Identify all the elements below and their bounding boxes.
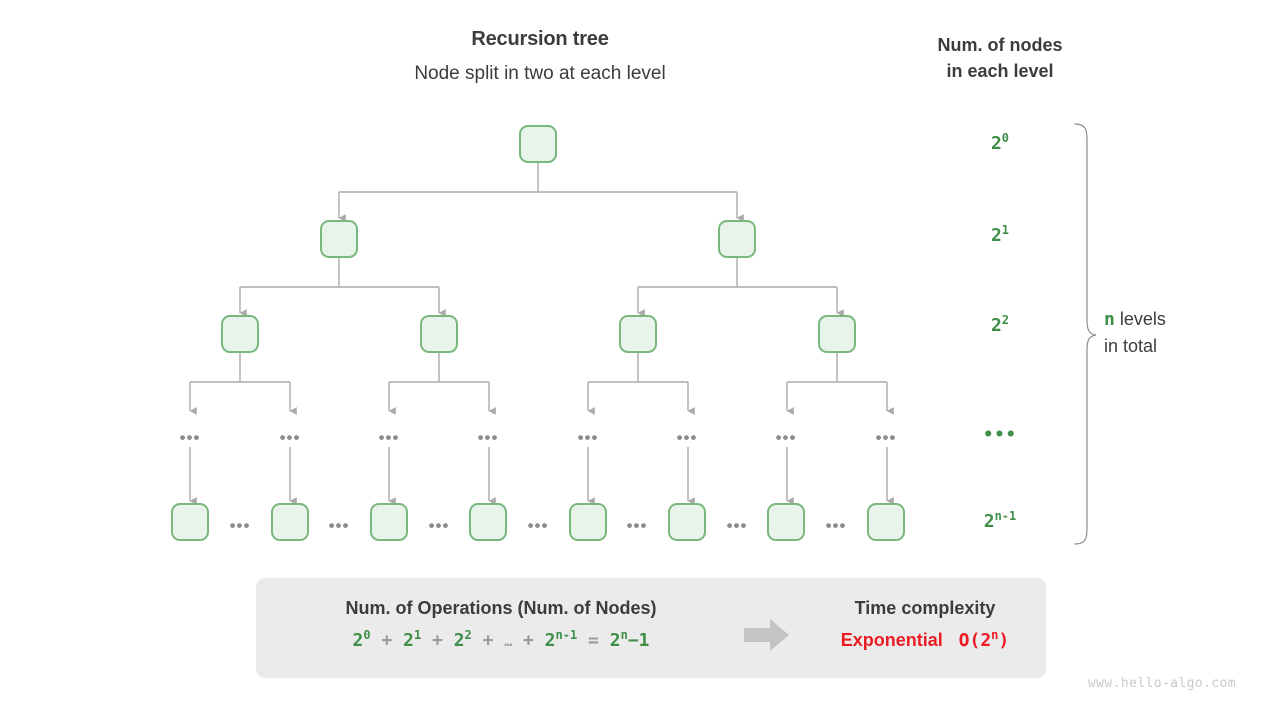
summary-panel xyxy=(256,578,1046,678)
level-count-base: 2 xyxy=(990,315,1002,336)
formula-term-0-base: 2 xyxy=(352,630,364,651)
complexity-verdict: Exponential O(2n) xyxy=(810,628,1040,651)
formula-rhs-exp: n xyxy=(620,628,628,642)
complexity-bigo: O(2n) xyxy=(948,628,1010,651)
level-ellipsis: ••• xyxy=(676,428,698,447)
tree-node[interactable] xyxy=(271,503,309,541)
tree-node[interactable] xyxy=(171,503,209,541)
tree-node[interactable] xyxy=(420,315,458,353)
formula-op-1: + xyxy=(381,630,393,651)
tree-node[interactable] xyxy=(867,503,905,541)
level-count-exponent: 0 xyxy=(1001,131,1010,145)
bottom-row-ellipsis: ••• xyxy=(726,516,748,535)
formula-op-2: + xyxy=(432,630,443,651)
level-count-exponent: n-1 xyxy=(994,509,1017,523)
nodes-per-level-header-line2: in each level xyxy=(946,61,1054,81)
formula-ellipsis: … xyxy=(504,635,513,650)
operations-formula: 20 + 21 + 22 + … + 2n-1 = 2n−1 xyxy=(276,628,726,651)
level-count-base: 2 xyxy=(990,133,1002,154)
complexity-summary: Time complexity Exponential O(2n) xyxy=(810,598,1040,651)
level-ellipsis: ••• xyxy=(477,428,499,447)
nodes-per-level-header: Num. of nodes in each level xyxy=(900,32,1100,84)
complexity-bigo-close: ) xyxy=(998,630,1010,651)
bottom-row-ellipsis: ••• xyxy=(527,516,549,535)
bottom-row-ellipsis: ••• xyxy=(328,516,350,535)
tree-node[interactable] xyxy=(370,503,408,541)
level-ellipsis: ••• xyxy=(775,428,797,447)
bottom-row-ellipsis: ••• xyxy=(428,516,450,535)
formula-term-3-exp: n-1 xyxy=(555,628,578,642)
tree-node[interactable] xyxy=(767,503,805,541)
complexity-bigo-open: O(2 xyxy=(958,630,992,651)
level-ellipsis: ••• xyxy=(179,428,201,447)
level-count-label-1: 21 xyxy=(955,223,1045,246)
formula-op-4: + xyxy=(522,630,534,651)
nodes-per-level-header-line1: Num. of nodes xyxy=(937,35,1063,55)
level-count-exponent: 1 xyxy=(1001,223,1010,237)
formula-term-0-exp: 0 xyxy=(363,628,371,642)
total-levels-n: n xyxy=(1104,309,1115,330)
page-subtitle: Node split in two at each level xyxy=(414,63,666,84)
level-ellipsis: ••• xyxy=(875,428,897,447)
total-levels-word: levels xyxy=(1119,309,1166,329)
total-levels-annotation: n levels in total xyxy=(1104,306,1254,360)
bottom-row-ellipsis: ••• xyxy=(825,516,847,535)
bottom-row-ellipsis: ••• xyxy=(229,516,251,535)
page-title: Recursion tree xyxy=(471,28,609,50)
formula-term-2-base: 2 xyxy=(453,630,465,651)
complexity-bigo-exp: n xyxy=(991,628,999,642)
level-count-exponent: 2 xyxy=(1001,313,1010,327)
level-ellipsis: ••• xyxy=(577,428,599,447)
complexity-word: Exponential xyxy=(840,630,943,650)
level-count-label-0: 20 xyxy=(955,131,1045,154)
level-ellipsis: ••• xyxy=(279,428,301,447)
tree-node[interactable] xyxy=(320,220,358,258)
level-ellipsis: ••• xyxy=(378,428,400,447)
formula-op-3: + xyxy=(482,630,494,651)
level-count-label-ellipsis: ••• xyxy=(983,425,1017,445)
level-count-base: 2 xyxy=(983,511,995,532)
operations-summary: Num. of Operations (Num. of Nodes) 20 + … xyxy=(276,598,726,651)
right-arrow-icon xyxy=(744,619,789,651)
tree-node[interactable] xyxy=(569,503,607,541)
tree-node[interactable] xyxy=(469,503,507,541)
tree-node[interactable] xyxy=(519,125,557,163)
formula-term-1-base: 2 xyxy=(403,630,414,651)
formula-rhs-tail: −1 xyxy=(627,630,650,651)
tree-node[interactable] xyxy=(718,220,756,258)
tree-node[interactable] xyxy=(668,503,706,541)
formula-term-2-exp: 2 xyxy=(464,628,472,642)
complexity-heading: Time complexity xyxy=(854,598,996,618)
formula-rhs-base: 2 xyxy=(609,630,621,651)
total-levels-line1: n levels xyxy=(1104,306,1254,333)
formula-term-3-base: 2 xyxy=(544,630,556,651)
tree-node[interactable] xyxy=(619,315,657,353)
bottom-row-ellipsis: ••• xyxy=(626,516,648,535)
tree-node[interactable] xyxy=(221,315,259,353)
level-count-base: 2 xyxy=(990,225,1002,246)
total-levels-line2: in total xyxy=(1104,336,1158,356)
formula-equals: = xyxy=(588,630,599,651)
formula-term-1-exp: 1 xyxy=(413,628,422,642)
levels-brace xyxy=(1074,123,1097,545)
level-count-label-last: 2n-1 xyxy=(955,509,1045,532)
site-watermark: www.hello-algo.com xyxy=(1087,676,1236,691)
tree-node[interactable] xyxy=(818,315,856,353)
level-count-label-2: 22 xyxy=(955,313,1045,336)
operations-heading: Num. of Operations (Num. of Nodes) xyxy=(345,598,657,618)
